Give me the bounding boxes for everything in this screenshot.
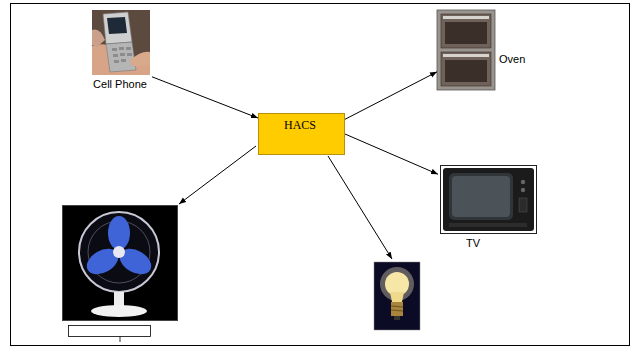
oven-door (441, 14, 491, 48)
tv-panel (519, 198, 527, 212)
oven-photo (437, 10, 495, 90)
bulb-thread (391, 306, 403, 307)
thumb (130, 52, 150, 67)
key (126, 47, 131, 50)
oven-body (437, 10, 495, 90)
fan-blade (108, 216, 130, 250)
tv-knob (521, 180, 525, 184)
connector-arrow (345, 72, 437, 119)
appliance-node: Oven (437, 8, 497, 92)
key (121, 59, 126, 62)
arrow-line (328, 156, 392, 259)
tv-screen (452, 176, 510, 217)
connector-arrow (345, 134, 438, 174)
bulb-base (391, 302, 403, 316)
tv-screen-bezel (449, 173, 513, 220)
appliance-node: TV (438, 163, 538, 257)
photo-ground (92, 10, 150, 75)
bulb-neck (390, 292, 404, 302)
phone-keypad (106, 42, 136, 72)
oven-handle (443, 54, 489, 57)
process-box: HACS (258, 113, 345, 155)
tv-frame (441, 166, 537, 234)
key (119, 47, 124, 50)
bulb-thread (391, 310, 403, 311)
oven-handle (443, 16, 489, 19)
device-node: Cell Phone (88, 8, 152, 94)
photo-ground (374, 262, 420, 330)
outer-frame (11, 4, 630, 346)
phone-lid (103, 12, 132, 44)
tick-line (120, 337, 121, 343)
fan-hub (113, 246, 125, 258)
photo-ground (63, 206, 178, 321)
connector-arrow (152, 77, 258, 118)
tv-cabinet (443, 168, 534, 231)
tv-photo (441, 166, 537, 234)
key (113, 54, 118, 57)
fan-guard (79, 212, 159, 292)
key (127, 53, 132, 56)
oven-window (445, 60, 487, 82)
node-label: HACS (284, 118, 338, 132)
finger (92, 29, 105, 47)
fan-base (91, 305, 147, 317)
light-bulb-photo (374, 262, 420, 330)
oven-window (445, 22, 487, 44)
bulb-tip (394, 316, 400, 320)
node-label: Oven (499, 53, 559, 66)
phone-screen (107, 17, 127, 34)
key (112, 48, 117, 51)
oven-door (441, 52, 491, 86)
cell-phone-photo (92, 10, 150, 75)
phone-keys (112, 47, 132, 63)
node-label: Cell Phone (91, 78, 149, 91)
bulb-glow (380, 267, 414, 301)
arrow-line (179, 146, 256, 204)
empty-box (69, 326, 151, 337)
key (114, 60, 119, 63)
tv-knob (521, 188, 525, 192)
tv-base-strip (449, 223, 527, 227)
node-label: TV (466, 237, 536, 250)
fan-photo (63, 206, 178, 321)
key (120, 53, 125, 56)
